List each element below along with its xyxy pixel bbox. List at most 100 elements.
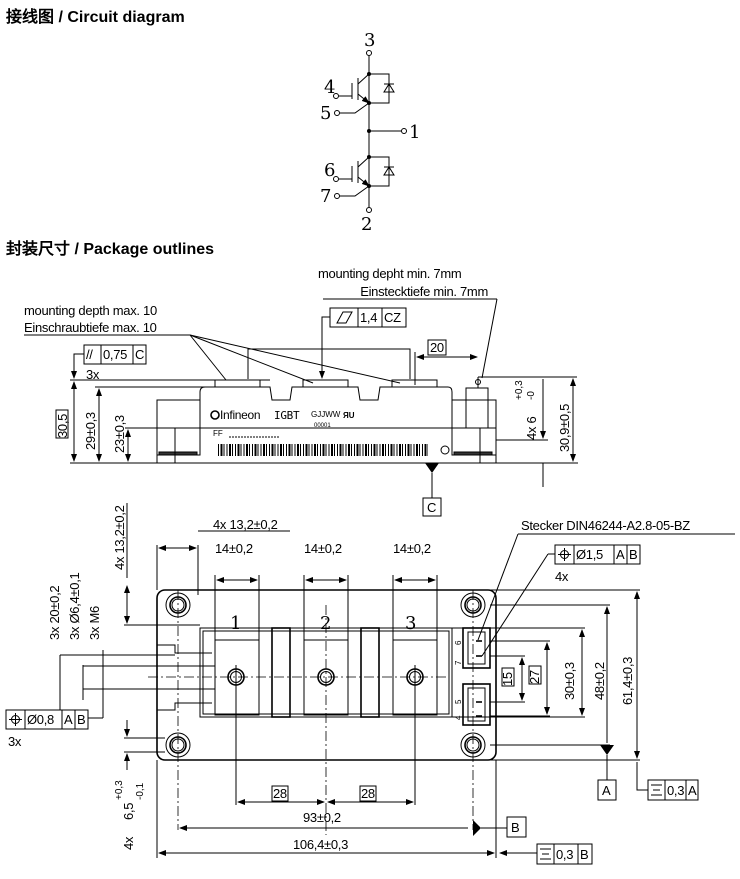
symmetry-b-ref: B (580, 847, 588, 862)
dim-hole-tol-upper: +0,3 (114, 780, 125, 800)
dim-48: 48±0,2 (592, 662, 607, 700)
symmetry-b-value: 0,3 (556, 847, 573, 862)
aux-connector-5-4 (462, 683, 491, 726)
ul-mark-icon: ЯU (343, 411, 355, 420)
dim-terminal-width-1: 14±0,2 (215, 541, 253, 556)
mounting-depth-min-en: mounting depht min. 7mm (318, 266, 461, 281)
top-view: 1 2 3 6 7 5 4 4x 13,2±0,2 14±0,2 14±0,2 … (5, 503, 735, 865)
symmetry-tolerance-b: 0,3 B (536, 843, 593, 865)
parallelism-tolerance-frame: // 0,75 C (83, 344, 147, 365)
position-tolerance-value: Ø0,8 (27, 712, 54, 727)
pin-label-3: 3 (364, 30, 375, 51)
side-view: mounting depht min. 7mm Einstecktiefe mi… (24, 266, 578, 517)
power-terminal-1 (214, 639, 260, 716)
lower-igbt-symbol (333, 155, 395, 199)
symmetry-icon (651, 784, 662, 796)
pin-position-tolerance-value: Ø1,5 (576, 547, 603, 562)
datum-c-triangle (425, 463, 439, 473)
count-3x: 3x (86, 367, 100, 382)
pin-label-1: 1 (409, 122, 420, 143)
terminal-3 (366, 50, 372, 56)
datum-b-triangle (473, 820, 481, 836)
dim-pin-tol-upper: +0,3 (514, 380, 525, 400)
dim-28-left: 28 (273, 786, 287, 801)
dim-hole-pitch-horizontal: 4x 13,2±0,2 (213, 517, 278, 532)
date-code: GJJWW (311, 410, 341, 419)
pin-label-5: 5 (320, 103, 331, 124)
aux-pin-label-6: 6 (454, 640, 463, 645)
pin-label-7: 7 (320, 186, 331, 207)
mounting-depth-max-de: Einschraubtiefe max. 10 (24, 320, 157, 335)
terminal-label-1: 1 (230, 613, 241, 634)
dim-pin-tol-lower: -0 (526, 391, 537, 400)
dim-29: 29±0,3 (83, 412, 98, 450)
flatness-value: 1,4 (360, 310, 377, 325)
datum-b: B (511, 820, 519, 835)
connector-label: Stecker DIN46244-A2.8-05-BZ (521, 518, 690, 533)
position-tolerance-count: 3x (8, 734, 22, 749)
terminal-1 (401, 128, 407, 134)
datum-c: C (427, 500, 436, 515)
serial-number: 00001 (314, 423, 331, 429)
circuit-diagram: 3 4 5 1 (320, 30, 420, 235)
dim-93: 93±0,2 (303, 810, 341, 825)
dim-27: 27 (527, 670, 542, 684)
dim-hole-tol-lower: -0,1 (135, 782, 146, 800)
position-tolerance-terminals: Ø0,8 A B (5, 709, 89, 730)
pin-position-tolerance-ref-b: B (629, 547, 637, 562)
terminal-label-3: 3 (405, 613, 416, 634)
module-housing-side (156, 377, 497, 464)
position-icon (558, 548, 571, 561)
dim-terminal-width-3: 14±0,2 (393, 541, 431, 556)
terminal-2 (366, 207, 372, 213)
dim-terminal-width (214, 575, 438, 640)
symmetry-a-ref: A (688, 783, 697, 798)
dim-30-9: 30,9±0,5 (557, 404, 572, 452)
dim-terminal-width-2: 14±0,2 (304, 541, 342, 556)
pin-label-6: 6 (324, 160, 335, 181)
datum-a: A (602, 783, 611, 798)
parallelism-value: 0,75 (103, 347, 127, 362)
count-4x-hole: 4x (121, 836, 136, 850)
position-tolerance-pins: Ø1,5 A B (554, 544, 641, 565)
parallelism-icon: // (86, 347, 93, 362)
dim-terminal-hole-diameter: 3x Ø6,4±0,1 (67, 572, 82, 640)
package-outlines-title: 封装尺寸 / Package outlines (6, 239, 214, 258)
pin-label-2: 2 (361, 214, 372, 235)
dim-terminal-pitch-20: 3x 20±0,2 (47, 586, 62, 640)
pin-label-4: 4 (324, 77, 335, 98)
dim-23: 23±0,3 (112, 415, 127, 453)
ground-icon (440, 445, 450, 455)
dim-hole-diameter: 6,5 (121, 803, 136, 820)
dim-hole-pitch-vertical: 4x 13,2±0,2 (112, 505, 127, 570)
mounting-depth-max-en: mounting depth max. 10 (24, 303, 157, 318)
dim-61-4: 61,4±0,3 (620, 657, 635, 705)
position-tolerance-ref-b: B (77, 712, 85, 727)
dim-20: 20 (430, 340, 444, 355)
flatness-tolerance-frame: 1,4 CZ (329, 307, 407, 328)
symmetry-a-value: 0,3 (667, 783, 684, 798)
pin-position-tolerance-ref-a: A (616, 547, 625, 562)
dim-pin-height: 4x 6 (524, 417, 539, 440)
position-icon (9, 713, 22, 726)
part-prefix: FF (213, 429, 223, 438)
upper-igbt-symbol (333, 72, 395, 116)
symmetry-tolerance-a: 0,3 A (647, 779, 699, 801)
aux-pin-label-5: 5 (454, 699, 463, 704)
pin-count-4x: 4x (555, 569, 569, 584)
dim-15: 15 (500, 672, 515, 686)
dim-30-5: 30,5 (55, 414, 70, 438)
symmetry-icon (540, 848, 551, 860)
dim-30: 30±0,3 (562, 662, 577, 700)
flatness-icon (336, 311, 353, 324)
dim-106-4: 106,4±0,3 (293, 837, 348, 852)
dim-28-right: 28 (361, 786, 375, 801)
parallelism-ref: C (135, 347, 144, 362)
aux-pin-label-7: 7 (454, 660, 463, 665)
mounting-depth-min-de: Einstecktiefe min. 7mm (360, 284, 488, 299)
aux-connector-6-7 (462, 627, 491, 669)
circuit-diagram-title: 接线图 / Circuit diagram (6, 7, 185, 26)
dim-thread-m6: 3x M6 (87, 606, 102, 640)
position-tolerance-ref-a: A (64, 712, 73, 727)
